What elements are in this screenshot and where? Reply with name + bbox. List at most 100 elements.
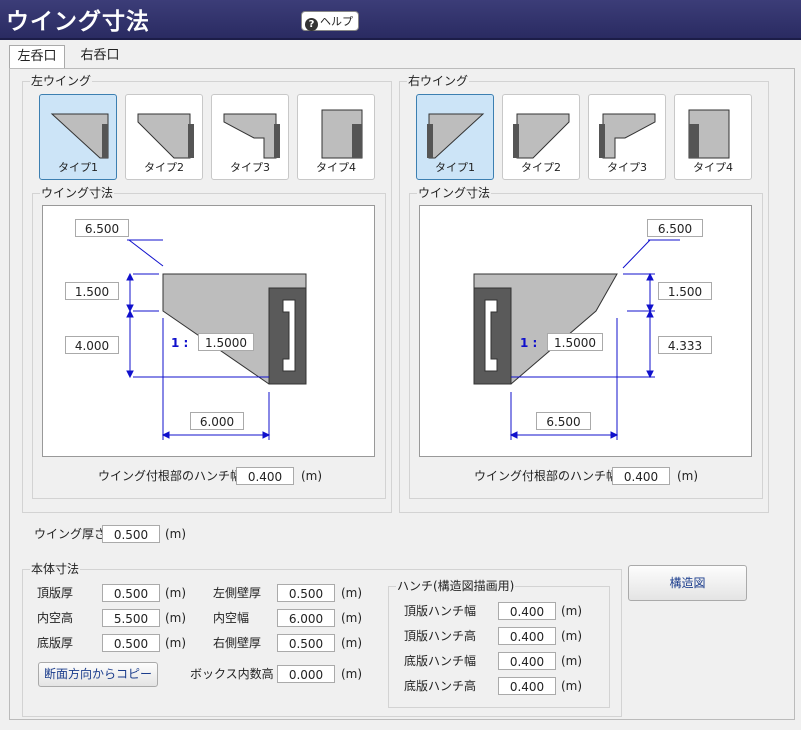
left-haunch-input[interactable]: 0.400 <box>236 467 294 485</box>
unit: (m) <box>341 636 363 650</box>
bottom-haunch-width-label: 底版ハンチ幅 <box>404 654 477 668</box>
type3-wing-icon <box>599 113 656 159</box>
wing-thickness-input[interactable]: 0.500 <box>102 525 160 543</box>
right-wall-thickness-label: 右側壁厚 <box>213 636 262 650</box>
inner-width-input[interactable]: 6.000 <box>277 609 335 627</box>
type4-wing-icon <box>688 109 730 159</box>
type-label: タイプ2 <box>144 161 184 174</box>
left-haunch-label: ウイング付根部のハンチ幅 <box>98 469 243 483</box>
type-label: タイプ1 <box>435 161 475 174</box>
box-inner-count-height-input[interactable]: 0.000 <box>277 665 335 683</box>
right-type3-button[interactable]: タイプ3 <box>588 94 666 180</box>
haunch-group-label: ハンチ(構造図描画用) <box>396 577 516 594</box>
right-wing-label: 右ウイング <box>407 72 470 89</box>
top-haunch-width-input[interactable]: 0.400 <box>498 602 556 620</box>
left-top-width-input[interactable]: 6.500 <box>75 219 129 237</box>
right-type2-button[interactable]: タイプ2 <box>502 94 580 180</box>
left-dims-group <box>32 193 386 499</box>
right-slope-input[interactable]: 1.5000 <box>547 333 603 351</box>
type1-wing-icon <box>50 113 109 159</box>
help-button[interactable]: ?ヘルプ <box>301 11 359 31</box>
inner-height-input[interactable]: 5.500 <box>102 609 160 627</box>
right-haunch-label: ウイング付根部のハンチ幅 <box>474 469 619 483</box>
left-type4-button[interactable]: タイプ4 <box>297 94 375 180</box>
unit: (m) <box>561 679 583 693</box>
tab-right-inlet[interactable]: 右呑口 <box>80 48 120 63</box>
unit: (m) <box>561 654 583 668</box>
copy-from-section-button[interactable]: 断面方向からコピー <box>38 662 158 687</box>
left-wing-group <box>22 81 392 513</box>
type2-wing-icon <box>137 113 194 159</box>
unit: (m) <box>341 611 363 625</box>
unit: (m) <box>165 636 187 650</box>
type3-wing-icon <box>223 113 280 159</box>
inner-height-label: 内空高 <box>37 611 74 625</box>
unit: (m) <box>165 586 187 600</box>
box-inner-count-height-label: ボックス内数高 <box>190 667 274 681</box>
right-bottom-width-input[interactable]: 6.500 <box>536 412 591 430</box>
left-type2-button[interactable]: タイプ2 <box>125 94 203 180</box>
type-label: タイプ3 <box>230 161 270 174</box>
type-label: タイプ4 <box>316 161 356 174</box>
slope-prefix: 1 : <box>520 336 538 350</box>
type4-wing-icon <box>321 109 363 159</box>
wing-thickness-unit: (m) <box>165 527 187 541</box>
structure-drawing-button[interactable]: 構造図 <box>628 565 747 601</box>
top-slab-thickness-label: 頂版厚 <box>37 586 74 600</box>
left-wall-thickness-label: 左側壁厚 <box>213 586 262 600</box>
right-upper-height-input[interactable]: 1.500 <box>658 282 712 300</box>
wing-thickness-label: ウイング厚さ <box>34 527 107 541</box>
type-label: タイプ2 <box>521 161 561 174</box>
type-label: タイプ1 <box>58 161 98 174</box>
question-icon: ? <box>305 18 318 31</box>
left-dims-label: ウイング寸法 <box>40 184 115 201</box>
left-slope-input[interactable]: 1.5000 <box>198 333 254 351</box>
unit: (m) <box>561 629 583 643</box>
unit: (m) <box>561 604 583 618</box>
unit: (m) <box>165 611 187 625</box>
right-type4-button[interactable]: タイプ4 <box>674 94 752 180</box>
bottom-slab-thickness-label: 底版厚 <box>37 636 74 650</box>
type-label: タイプ4 <box>693 161 733 174</box>
slope-prefix: 1 : <box>171 336 189 350</box>
unit: (m) <box>341 586 363 600</box>
bottom-slab-thickness-input[interactable]: 0.500 <box>102 634 160 652</box>
left-type3-button[interactable]: タイプ3 <box>211 94 289 180</box>
top-haunch-height-label: 頂版ハンチ高 <box>404 629 477 643</box>
right-dims-group <box>409 193 763 499</box>
top-haunch-width-label: 頂版ハンチ幅 <box>404 604 477 618</box>
right-wing-group <box>399 81 769 513</box>
help-label: ヘルプ <box>320 15 353 28</box>
right-lower-height-input[interactable]: 4.333 <box>658 336 712 354</box>
unit: (m) <box>341 667 363 681</box>
left-haunch-unit: (m) <box>301 469 323 483</box>
title-bar <box>0 0 801 40</box>
left-bottom-width-input[interactable]: 6.000 <box>190 412 244 430</box>
right-haunch-unit: (m) <box>677 469 699 483</box>
left-wing-label: 左ウイング <box>30 72 93 89</box>
right-top-width-input[interactable]: 6.500 <box>647 219 703 237</box>
type2-wing-icon <box>513 113 570 159</box>
type-label: タイプ3 <box>607 161 647 174</box>
left-lower-height-input[interactable]: 4.000 <box>65 336 119 354</box>
bottom-haunch-height-input[interactable]: 0.400 <box>498 677 556 695</box>
bottom-haunch-height-label: 底版ハンチ高 <box>404 679 477 693</box>
right-wall-thickness-input[interactable]: 0.500 <box>277 634 335 652</box>
top-slab-thickness-input[interactable]: 0.500 <box>102 584 160 602</box>
right-dims-label: ウイング寸法 <box>417 184 492 201</box>
right-wing-drawing <box>473 239 680 440</box>
left-type1-button[interactable]: タイプ1 <box>39 94 117 180</box>
tab-left-inlet[interactable]: 左呑口 <box>9 45 65 69</box>
type1-wing-icon <box>427 113 485 159</box>
left-wing-drawing <box>126 239 307 440</box>
bottom-haunch-width-input[interactable]: 0.400 <box>498 652 556 670</box>
inner-width-label: 内空幅 <box>213 611 250 625</box>
page-title: ウイング寸法 <box>6 9 150 35</box>
left-upper-height-input[interactable]: 1.500 <box>65 282 119 300</box>
top-haunch-height-input[interactable]: 0.400 <box>498 627 556 645</box>
right-haunch-input[interactable]: 0.400 <box>612 467 670 485</box>
left-wall-thickness-input[interactable]: 0.500 <box>277 584 335 602</box>
body-dims-group <box>22 569 622 717</box>
body-dims-label: 本体寸法 <box>30 560 81 577</box>
right-type1-button[interactable]: タイプ1 <box>416 94 494 180</box>
